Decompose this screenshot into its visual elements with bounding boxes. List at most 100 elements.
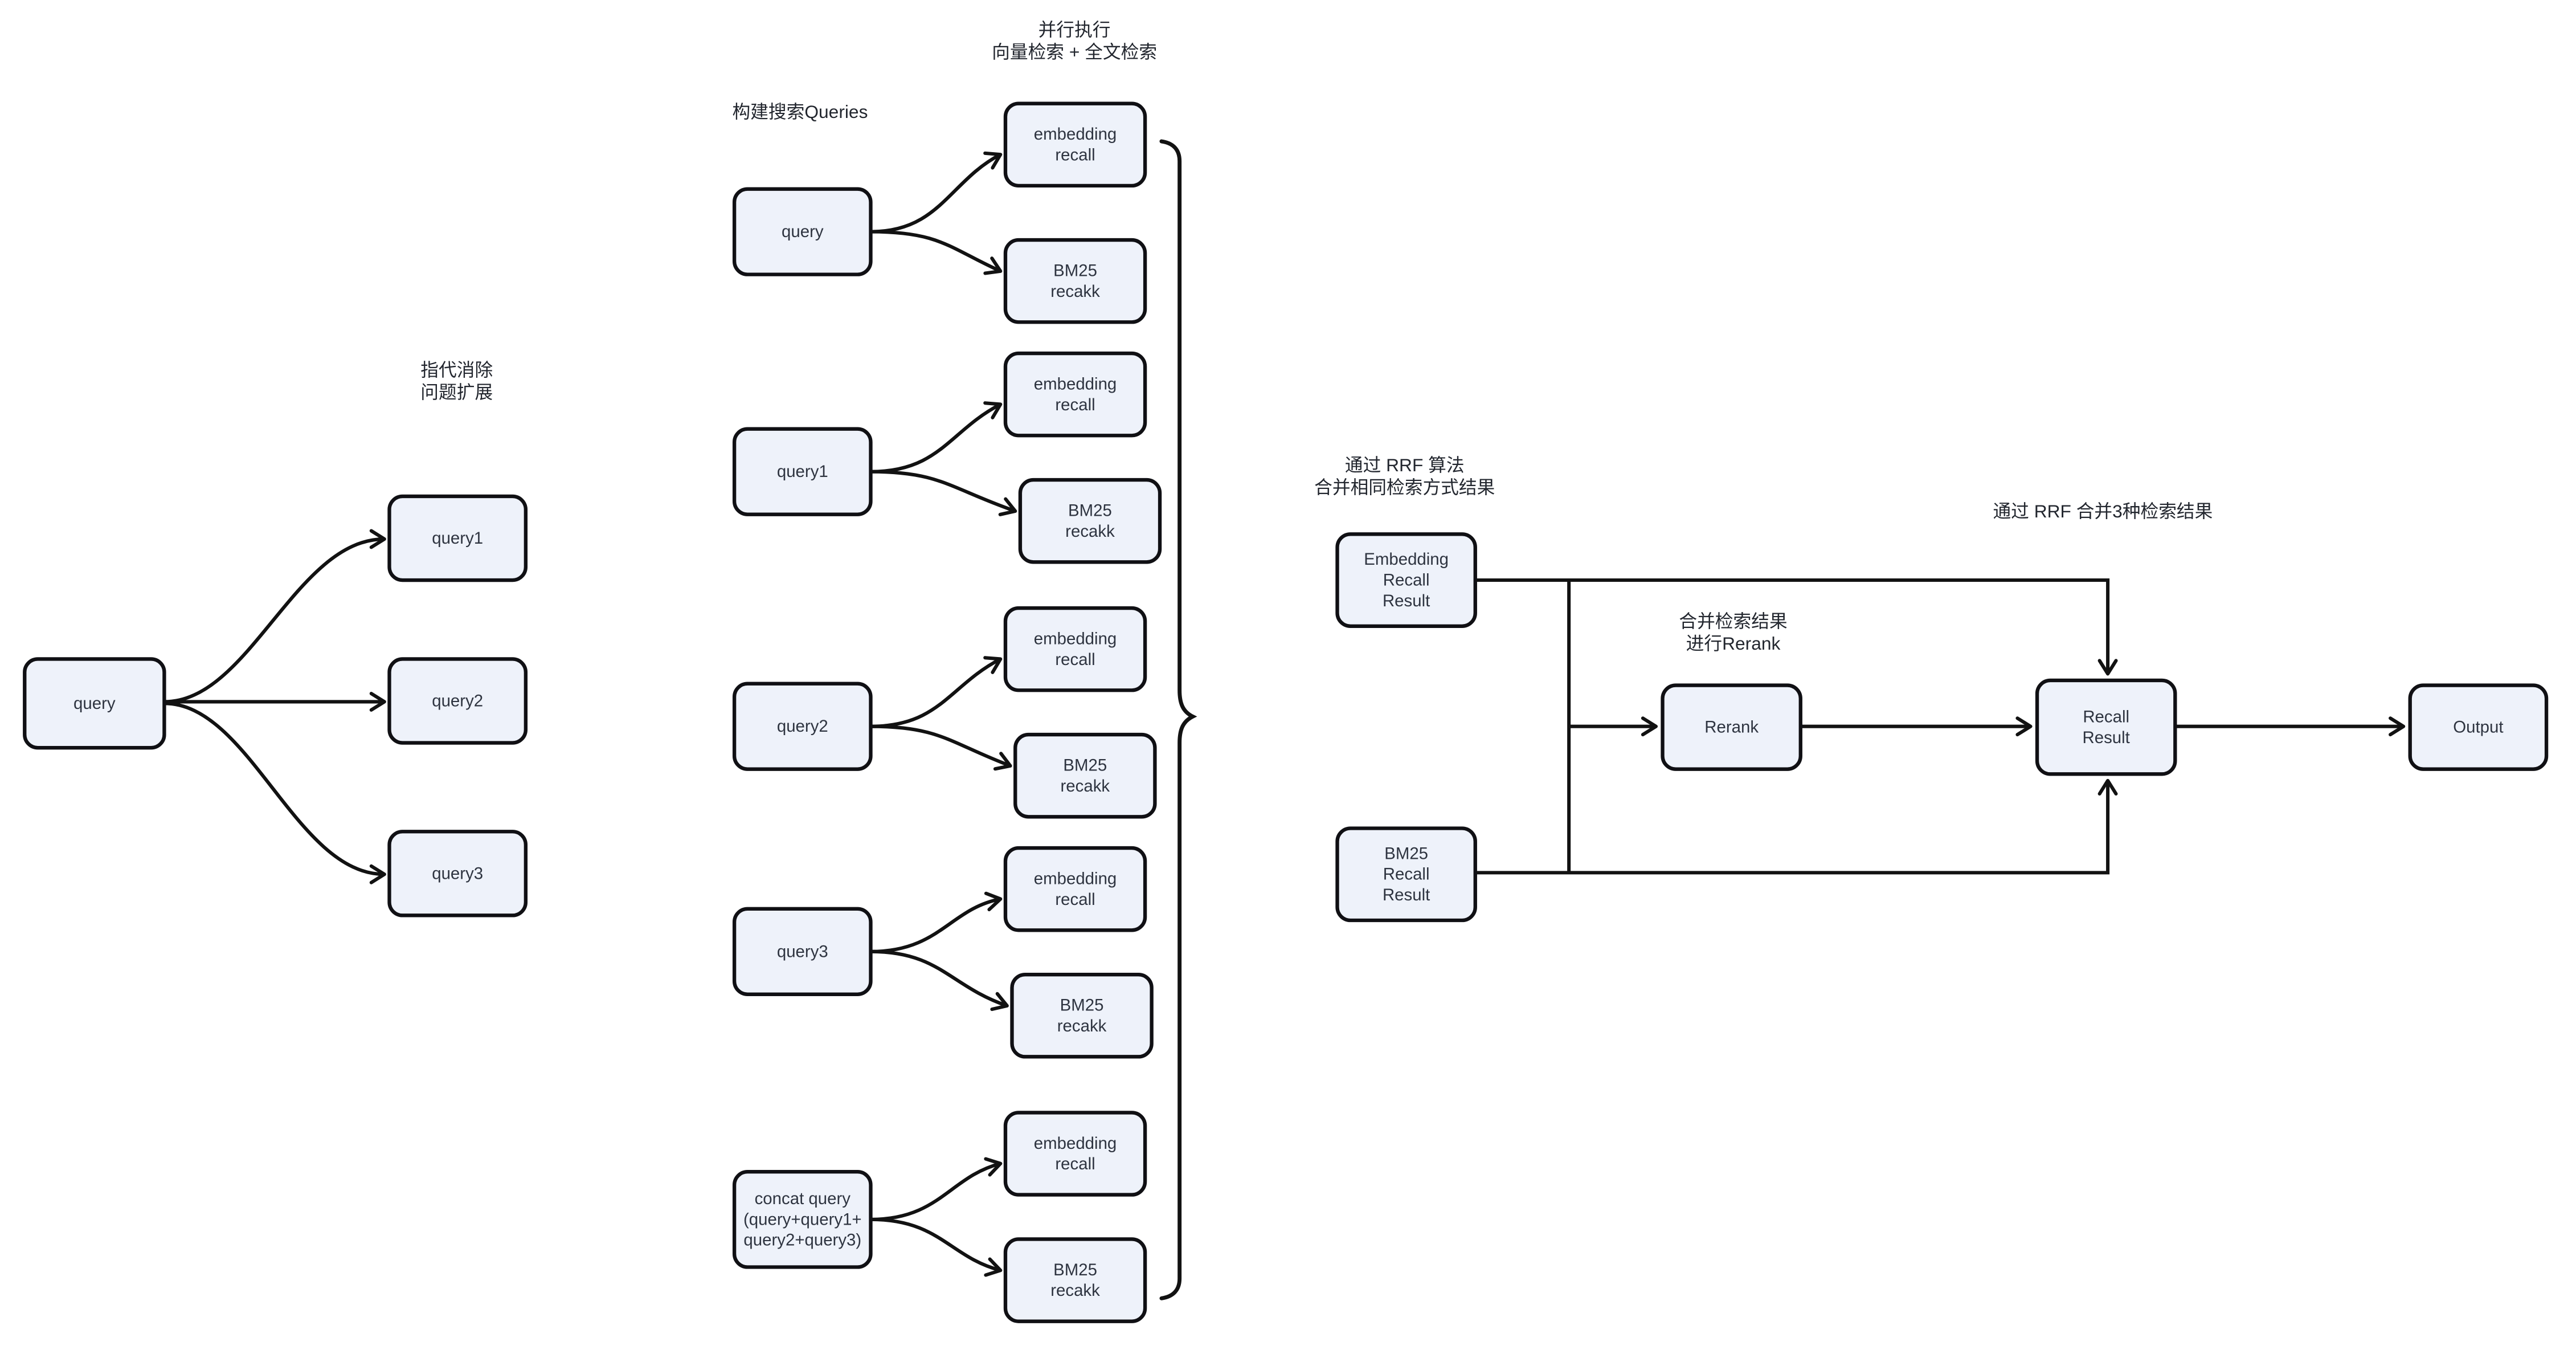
rerank-box <box>1661 683 1802 771</box>
edge-squery1-to-embedding2 <box>870 401 1003 474</box>
merge-rerank-label-line: 合并检索结果 <box>1679 611 1787 631</box>
embedding-recall-2-label-line: embedding <box>1034 374 1117 393</box>
query3-expanded-label: query3 <box>432 864 483 883</box>
embedding-recall-3-box <box>1003 606 1147 692</box>
bm25-recall-4-label-line: recakk <box>1057 1017 1107 1035</box>
query1-expanded-label: query1 <box>432 529 483 548</box>
embedding-recall-1-box <box>1003 101 1147 188</box>
bm25-recall-3-label-line: BM25 <box>1063 756 1107 775</box>
bm25-recall-3-label: BM25 recakk <box>1061 756 1110 796</box>
edge-squery1-to-bm25-2 <box>870 470 1017 516</box>
node-search-query1: query1 <box>732 427 873 516</box>
build-queries-label-line: 构建搜索Queries <box>733 101 868 122</box>
node-query-source: query <box>23 657 166 750</box>
query2-expanded-label-line: query2 <box>432 691 483 710</box>
node-search-query: query <box>732 187 873 276</box>
edge-squery2-to-bm25-3 <box>870 724 1012 771</box>
coref-expand-label: 指代消除问题扩展 <box>420 360 493 402</box>
edges-layer <box>164 139 2406 1300</box>
bm25-recall-5-label-line: recakk <box>1050 1281 1100 1300</box>
concat-query-box <box>732 1170 873 1269</box>
embedding-recall-result-label-line: Embedding <box>1364 550 1449 569</box>
embedding-recall-5-label-line: recall <box>1055 1155 1095 1173</box>
embedding-recall-4-label-line: embedding <box>1034 870 1117 888</box>
output-label: Output <box>2453 718 2503 737</box>
edge-squery3-to-embedding4 <box>870 891 1003 953</box>
bm25-recall-2-box <box>1018 478 1162 564</box>
bm25-recall-5-box <box>1003 1237 1147 1323</box>
concat-query-label-line: query2+query3) <box>743 1231 861 1250</box>
embedding-recall-2-label-line: recall <box>1055 395 1095 414</box>
query-source-label: query <box>73 694 116 713</box>
node-query3-expanded: query3 <box>387 830 528 917</box>
search-query3-label-line: query3 <box>777 942 828 961</box>
bm25-recall-2-label-line: recakk <box>1065 522 1115 541</box>
embedding-recall-3-label-line: recall <box>1055 650 1095 669</box>
rerank-label: Rerank <box>1704 718 1759 737</box>
query-source-box <box>23 657 166 750</box>
output-box <box>2408 683 2549 771</box>
query2-expanded-label: query2 <box>432 691 483 710</box>
rrf-merge-3-label: 通过 RRF 合并3种检索结果 <box>1993 501 2213 521</box>
nodes-layer: query query1 query2 query3 query query1 query2… <box>23 101 2549 1323</box>
edge-squery3-to-bm25-4 <box>870 949 1009 1012</box>
concat-query-label-line: (query+query1+ <box>743 1210 862 1229</box>
edge-squery-to-bm25-1 <box>870 230 1003 275</box>
embedding-recall-2-box <box>1003 351 1147 438</box>
node-search-query2: query2 <box>732 682 873 771</box>
edge-query-to-query3 <box>164 702 386 884</box>
bm25-recall-3-label-line: recakk <box>1061 777 1110 796</box>
embedding-recall-2-label: embedding recall <box>1034 374 1117 414</box>
bm25-recall-result-label-line: Result <box>1383 886 1430 904</box>
coref-expand-label-line: 指代消除 <box>420 360 493 380</box>
edge-concat-to-bm25-5 <box>870 1217 1003 1277</box>
query1-expanded-label-line: query1 <box>432 529 483 548</box>
search-query2-box <box>732 682 873 771</box>
node-rerank: Rerank <box>1661 683 1802 771</box>
query2-expanded-box <box>387 657 528 745</box>
search-query3-box <box>732 907 873 996</box>
node-bm25-recall-3: BM25 recakk <box>1013 732 1157 819</box>
rrf-merge-same-label: 通过 RRF 算法合并相同检索方式结果 <box>1314 455 1495 497</box>
parallel-exec-label-line: 并行执行 <box>1038 19 1111 40</box>
concat-query-label-line: concat query <box>755 1189 851 1208</box>
parallel-exec-label-line: 向量检索 + 全文检索 <box>992 42 1157 62</box>
search-query-label-line: query <box>782 222 824 241</box>
concat-query-label: concat query (query+query1+ query2+query3) <box>743 1189 862 1250</box>
search-query2-label-line: query2 <box>777 717 828 736</box>
bm25-recall-result-label-line: Recall <box>1383 865 1430 884</box>
bm25-recall-1-label-line: BM25 <box>1053 261 1097 280</box>
recall-result-box <box>2035 678 2177 776</box>
embedding-recall-result-label-line: Recall <box>1383 571 1430 590</box>
recall-result-label-line: Recall <box>2083 707 2129 726</box>
search-query2-label: query2 <box>777 717 828 736</box>
bm25-recall-result-box <box>1335 826 1477 923</box>
node-output: Output <box>2408 683 2549 771</box>
bm25-recall-4-box <box>1010 972 1154 1059</box>
query-source-label-line: query <box>73 694 116 713</box>
build-queries-label: 构建搜索Queries <box>733 101 868 122</box>
query3-expanded-box <box>387 830 528 917</box>
rrf-merge-same-label-line: 通过 RRF 算法 <box>1345 455 1465 475</box>
